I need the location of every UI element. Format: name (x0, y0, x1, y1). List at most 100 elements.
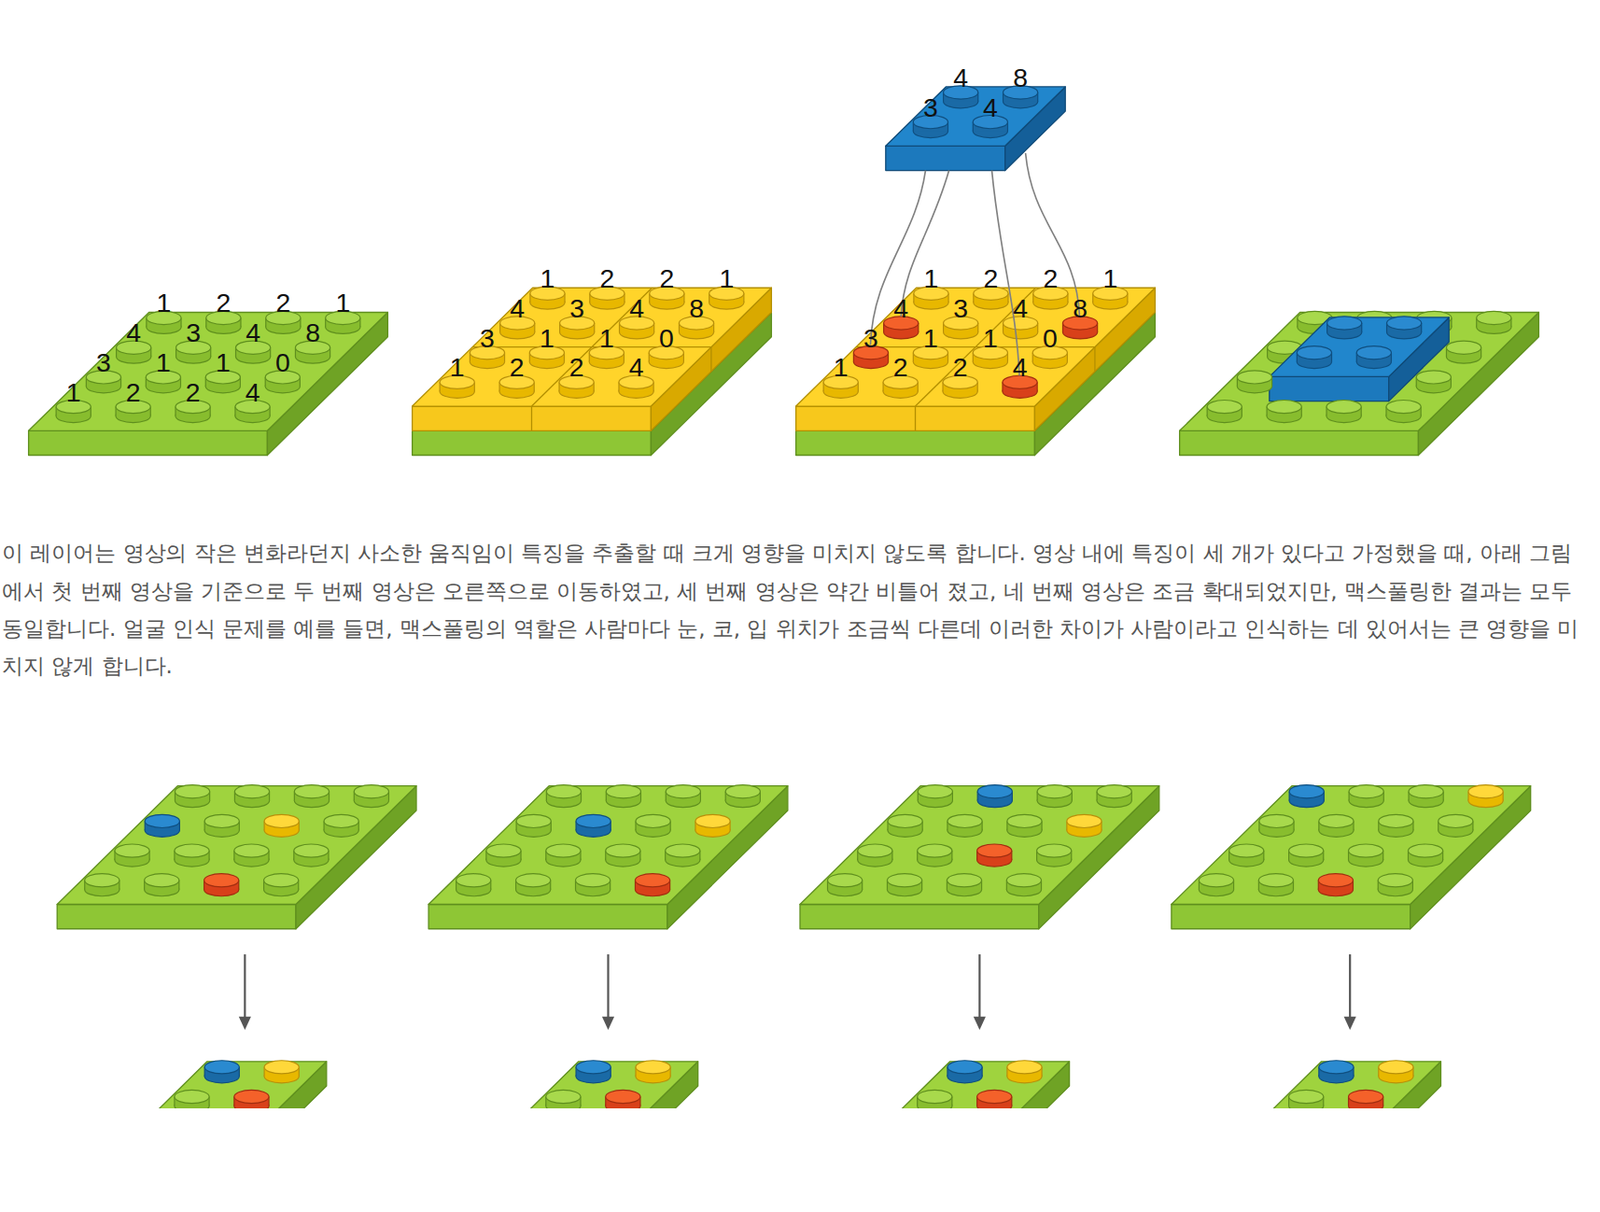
stud-number: 4 (953, 63, 969, 90)
stud-number: 1 (923, 323, 939, 351)
stud-top (294, 785, 329, 799)
stud-number: 1 (1102, 265, 1118, 292)
stud-number: 1 (335, 289, 351, 316)
max-select-plate (796, 286, 1156, 455)
block-seam (710, 347, 712, 372)
stud-top (1416, 370, 1451, 384)
stud-number: 8 (688, 294, 704, 321)
stud-top (1377, 873, 1413, 887)
stud-top (1387, 316, 1422, 330)
stud-number: 8 (1012, 63, 1028, 90)
plate-front (28, 430, 268, 455)
stud-top (1066, 814, 1102, 828)
stud-number: 2 (659, 265, 674, 292)
stud-number: 1 (833, 353, 849, 380)
down-arrow (243, 954, 246, 1019)
stud-top (1319, 1060, 1354, 1074)
stage: 1221434831101224122143483110122448341221… (0, 0, 1600, 1109)
stud-top (605, 843, 641, 857)
stud-number: 3 (479, 323, 495, 351)
stud-top (234, 843, 269, 857)
stud-top (234, 1089, 269, 1103)
stud-top (516, 873, 551, 887)
stud-number: 2 (953, 353, 969, 380)
stud-top (886, 873, 922, 887)
stud-top (264, 814, 299, 828)
stud-number: 4 (245, 378, 261, 405)
stud-number: 8 (1072, 294, 1088, 321)
plate-top (800, 785, 1160, 905)
stud-number: 2 (275, 289, 291, 316)
stud-top (1259, 814, 1294, 828)
pooled-block (885, 85, 1066, 171)
stud-number: 4 (126, 319, 141, 346)
stud-number: 1 (215, 348, 231, 375)
stud-top (1207, 399, 1242, 413)
stud-number: 8 (305, 319, 321, 346)
stud-top (1326, 399, 1362, 413)
stud-number: 2 (569, 353, 585, 380)
stud-top (1006, 873, 1041, 887)
stud-number: 3 (185, 319, 201, 346)
stud-top (1348, 1089, 1384, 1103)
stud-number: 4 (893, 294, 909, 321)
stud-number: 1 (539, 323, 555, 351)
stud-number: 2 (983, 265, 999, 292)
down-arrow (606, 954, 609, 1019)
stud-number: 2 (509, 353, 525, 380)
block-seam (531, 406, 533, 431)
stud-top (323, 814, 359, 828)
stud-top (634, 873, 670, 887)
stud-top (234, 785, 269, 799)
stud-top (546, 785, 581, 799)
stud-number: 3 (96, 348, 112, 375)
stud-top (1378, 1060, 1414, 1074)
stud-number: 0 (659, 323, 674, 351)
stud-top (1386, 399, 1421, 413)
block-seam (914, 406, 916, 431)
stud-top (635, 814, 671, 828)
stud-top (1319, 814, 1354, 828)
wire (870, 170, 926, 346)
pool-block-front (412, 406, 652, 431)
stud-number: 3 (569, 294, 585, 321)
stud-top (947, 814, 983, 828)
stud-top (1007, 814, 1042, 828)
stud-top (1198, 873, 1234, 887)
stud-top (1407, 843, 1443, 857)
pooled-plate (889, 1060, 1069, 1109)
pooling-wires (870, 153, 1080, 376)
stud-number: 1 (924, 265, 940, 292)
stud-number: 4 (1012, 294, 1028, 321)
stud-top (144, 814, 180, 828)
output-plate (1179, 310, 1540, 455)
stud-top (204, 1060, 239, 1074)
stud-number: 1 (66, 378, 82, 405)
input-plate (28, 310, 389, 455)
stud-top (575, 873, 611, 887)
stud-top (1408, 785, 1444, 799)
plate-front (800, 903, 1039, 928)
stud-top (1229, 843, 1264, 857)
stud-top (1266, 399, 1302, 413)
stud-top (917, 785, 953, 799)
feature-plate (56, 785, 417, 929)
stud-top (946, 873, 982, 887)
stud-top (828, 873, 863, 887)
stud-top (174, 1089, 210, 1103)
stud-top (1037, 843, 1072, 857)
stud-top (917, 1089, 953, 1103)
stud-top (1468, 785, 1503, 799)
stud-top (1258, 873, 1293, 887)
stud-top (1356, 346, 1391, 360)
stud-top (546, 843, 581, 857)
stud-top (1296, 346, 1332, 360)
pooled-front (1269, 376, 1390, 401)
feature-plate (428, 785, 788, 929)
stud-top (947, 1060, 983, 1074)
stud-top (1318, 873, 1353, 887)
stud-top (977, 1089, 1012, 1103)
stud-number: 1 (599, 323, 615, 351)
stud-number: 3 (953, 294, 969, 321)
plate-top (56, 785, 417, 905)
